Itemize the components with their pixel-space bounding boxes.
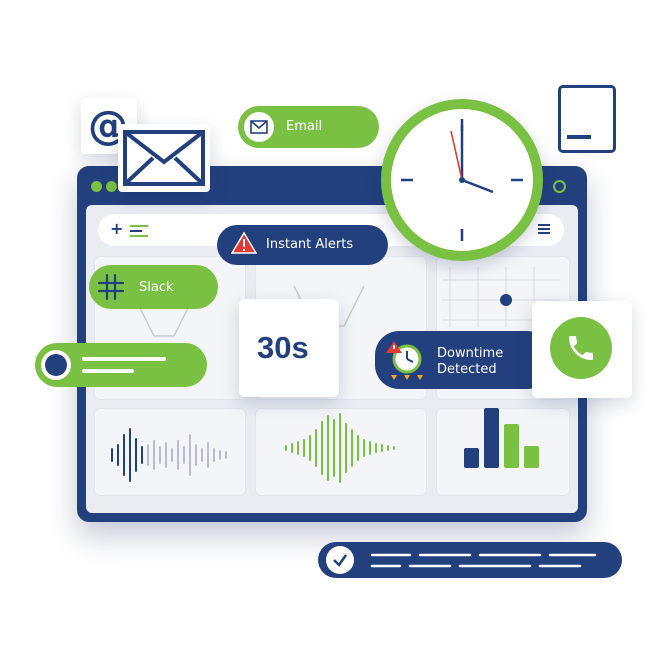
check-circle	[326, 546, 354, 574]
tablet-icon	[558, 85, 616, 153]
email-icon	[250, 120, 268, 134]
window-dot-green-2[interactable]	[106, 181, 117, 192]
bar-1	[464, 448, 479, 468]
bar-3	[504, 424, 519, 468]
envelope-icon	[123, 130, 205, 186]
downtime-label-line2: Detected	[437, 362, 497, 377]
notification-text-lines	[370, 553, 597, 568]
response-time-value: 30s	[257, 330, 309, 365]
status-line-1	[82, 357, 166, 361]
menu-icon[interactable]	[537, 223, 551, 235]
panel-bottom-right	[436, 408, 570, 496]
slack-label: Slack	[139, 280, 174, 295]
phone-icon	[569, 336, 593, 360]
bar-2	[484, 408, 499, 468]
tablet-icon-bar	[567, 135, 591, 139]
warning-icon	[231, 231, 257, 254]
filter-icon[interactable]	[128, 222, 150, 238]
clock-hour-hand	[461, 178, 494, 194]
status-dot-icon	[45, 354, 67, 376]
grid-plot-point	[500, 294, 512, 306]
status-line-2	[82, 369, 134, 373]
check-icon	[333, 554, 348, 567]
slack-icon	[97, 273, 125, 301]
notification-bar[interactable]	[318, 542, 622, 578]
phone-call-button[interactable]	[550, 317, 612, 379]
downtime-label-line1: Downtime	[437, 346, 504, 361]
waveform-green	[285, 413, 395, 483]
waveform-blue	[111, 428, 227, 482]
slack-pill[interactable]	[89, 265, 218, 309]
email-label: Email	[286, 119, 323, 134]
bar-4	[524, 446, 539, 468]
alarm-clock-icon	[386, 341, 423, 380]
instant-alerts-label: Instant Alerts	[266, 237, 354, 252]
bar-chart	[464, 408, 539, 468]
window-status-ring	[553, 180, 566, 193]
response-time-card	[239, 299, 339, 397]
clock-second-hand	[450, 130, 463, 181]
add-icon[interactable]: +	[110, 219, 124, 238]
window-dot-green-1[interactable]	[91, 181, 102, 192]
clock-face	[401, 119, 523, 241]
